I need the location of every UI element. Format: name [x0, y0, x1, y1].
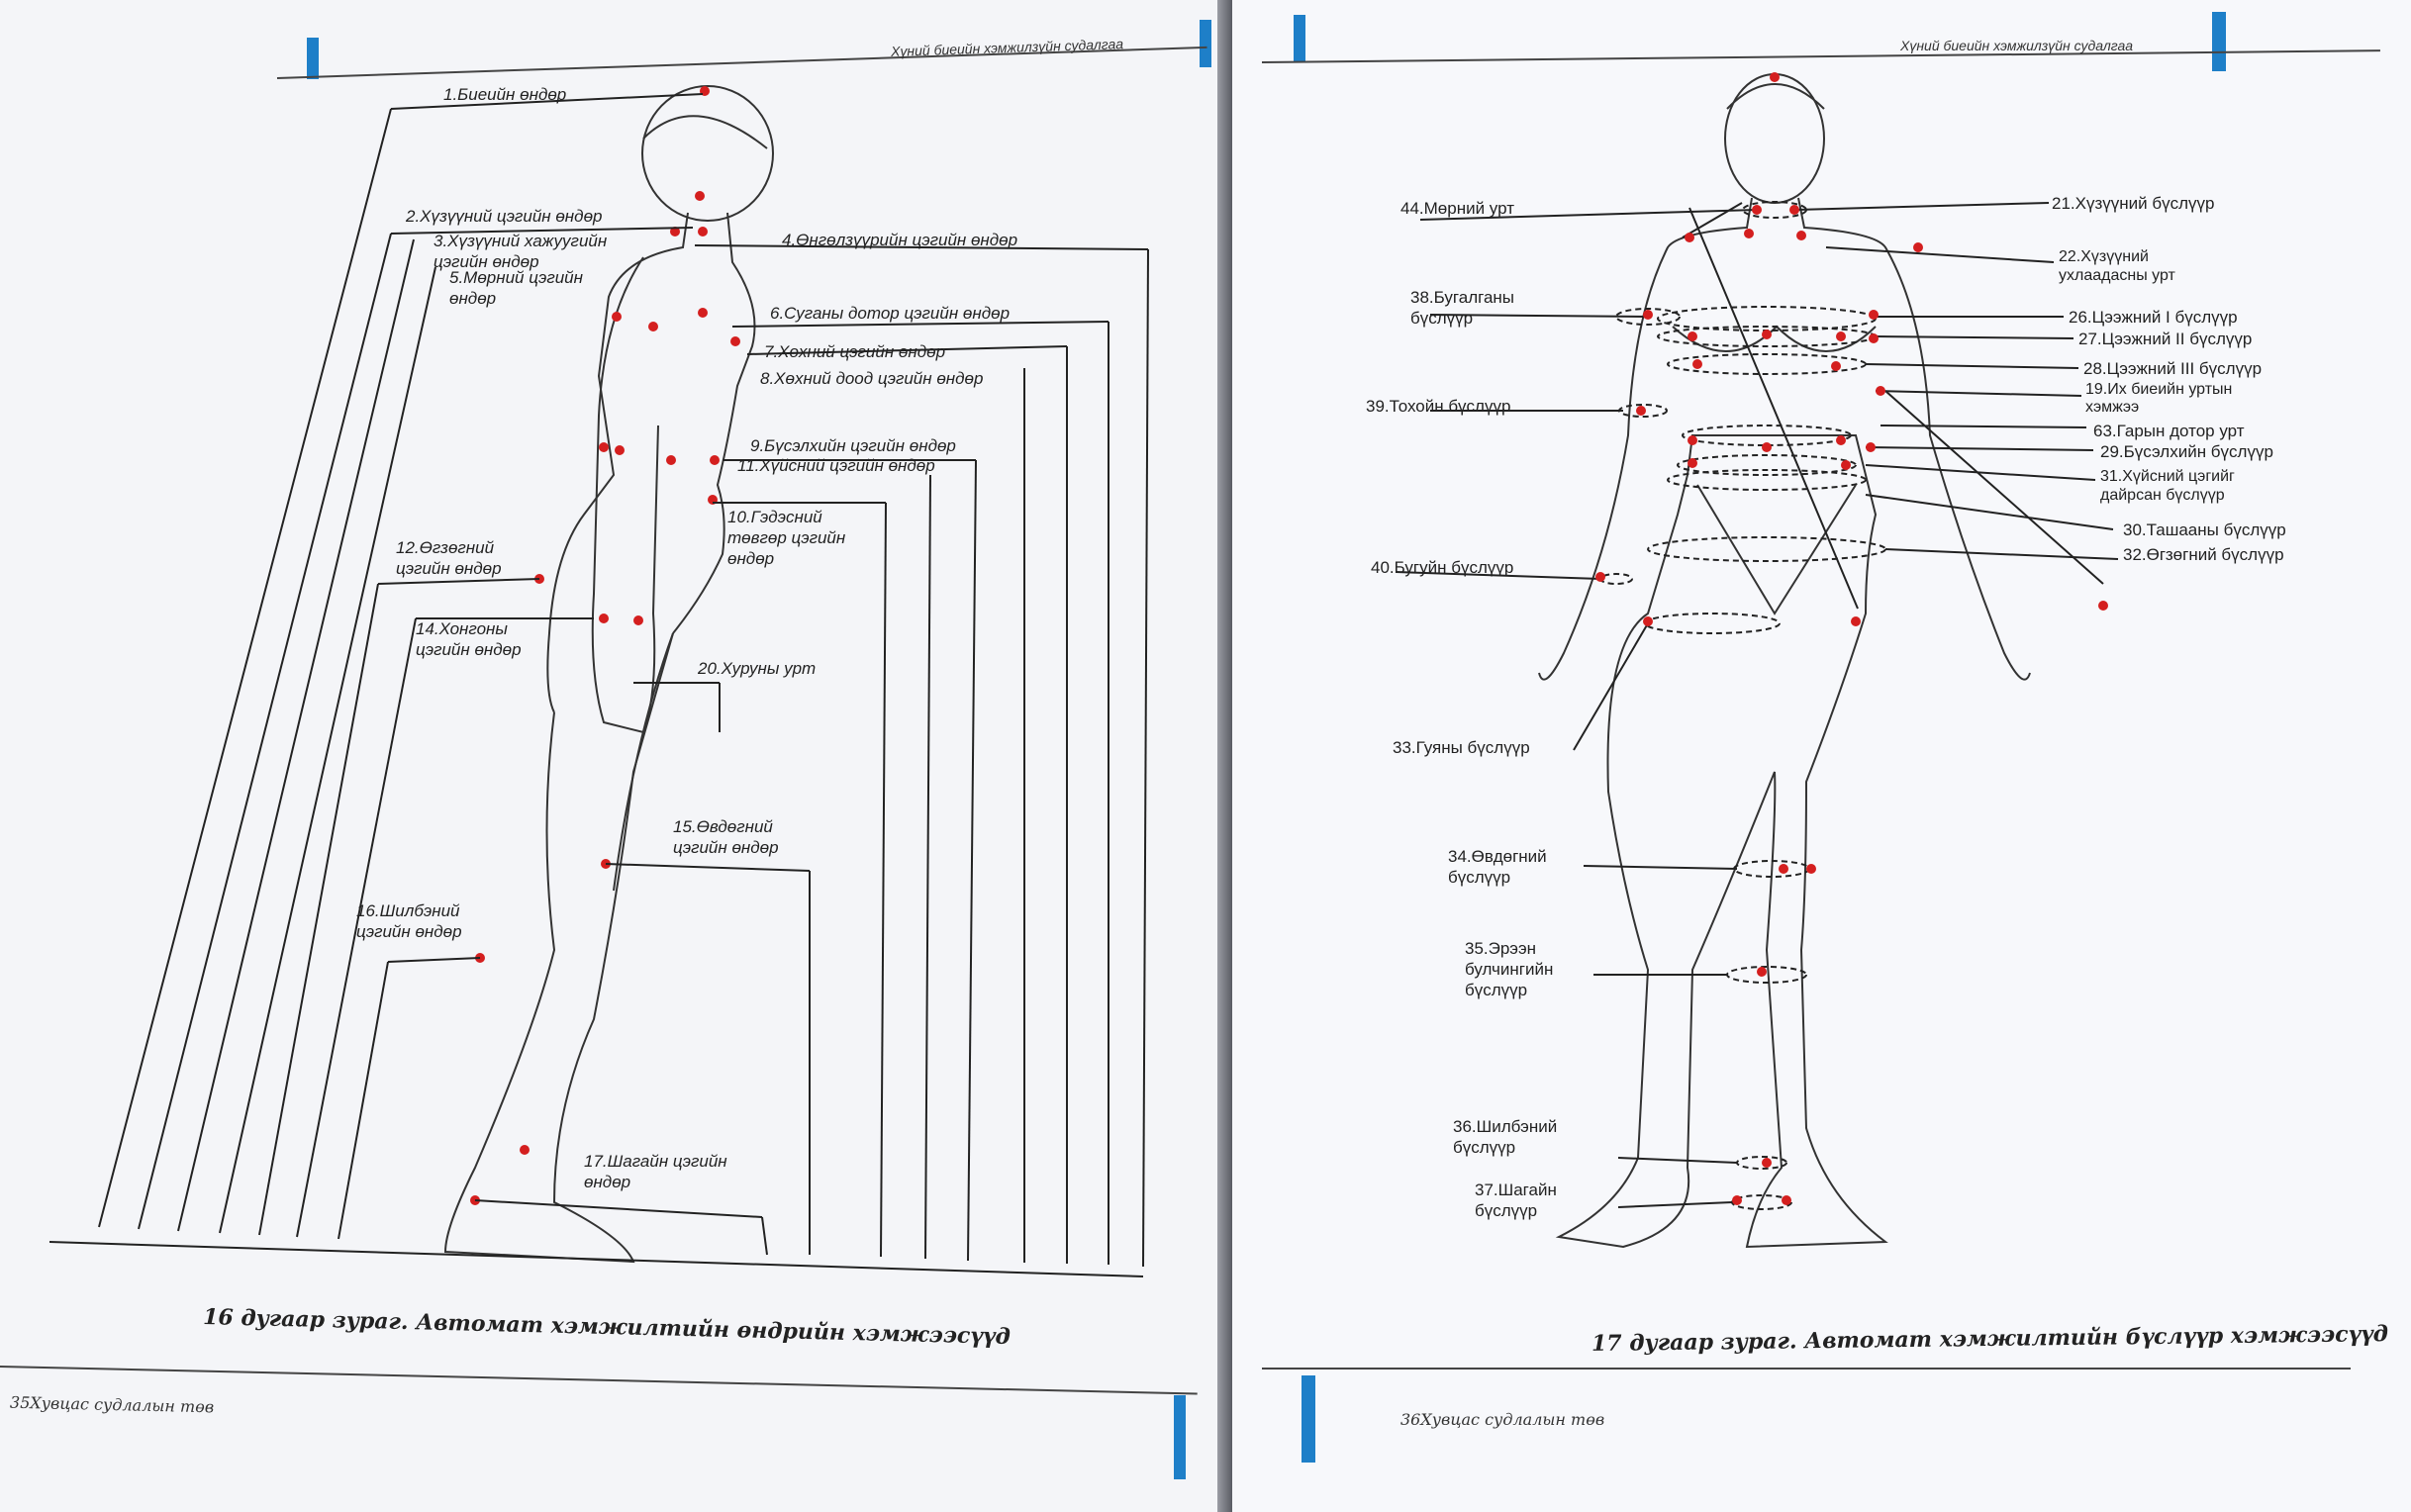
right-header-accent-right [2212, 12, 2226, 71]
right-footer: 36Хувцас судлалын төв [1400, 1410, 1605, 1429]
side-body-figure [48, 85, 1149, 1277]
left-header-accent [307, 38, 319, 79]
label-31: 31.Хүйсний цэгийг дайрсан бүслүүр [2100, 468, 2235, 504]
label-8: 8.Хөхний доод цэгийн өндөр [760, 369, 984, 388]
label-35: 35.Эрээн булчингийн бүслүүр [1465, 939, 1554, 999]
label-9: 9.Бүсэлхийн цэгийн өндөр [750, 436, 956, 455]
label-26: 26.Цээжний I бүслүүр [2069, 308, 2238, 327]
label-36: 36.Шилбэний бүслүүр [1453, 1117, 1558, 1157]
label-44: 44.Мөрний урт [1400, 199, 1514, 218]
label-14: 14.Хонгоны цэгийн өндөр [416, 619, 522, 659]
label-1: 1.Биеийн өндөр [443, 85, 567, 104]
label-34: 34.Өвдөгний бүслүүр [1448, 847, 1547, 887]
left-page: Хүний биеийн хэмжилзүйн судалгаа [0, 0, 1232, 1512]
label-63: 63.Гарын дотор урт [2093, 422, 2245, 440]
label-4: 4.Өнгөлзүүрийн цэгийн өндөр [782, 231, 1018, 249]
left-header-accent-right [1200, 20, 1211, 67]
label-12: 12.Өгзөгний цэгийн өндөр [396, 538, 502, 578]
label-3: 3.Хүзүүний хажуугийн цэгийн өндөр [434, 232, 608, 271]
front-body-figure [1395, 72, 2119, 1249]
label-39: 39.Тохойн бүслүүр [1366, 397, 1511, 416]
right-page: Хүний биеийн хэмжилзүйн судалгаа [1232, 0, 2411, 1512]
right-footer-accent [1302, 1375, 1315, 1463]
right-header-title: Хүний биеийн хэмжилзүйн судалгаа [1900, 38, 2134, 53]
label-19: 19.Их биеийн уртын хэмжээ [2085, 381, 2233, 416]
label-7: 7.Хөхний цэгийн өндөр [764, 342, 946, 361]
label-38: 38.Бугалганы бүслүүр [1410, 288, 1515, 328]
label-20: 20.Хуруны урт [698, 659, 817, 678]
label-30: 30.Ташааны бүслүүр [2123, 520, 2286, 539]
label-29: 29.Бүсэлхийн бүслүүр [2100, 442, 2273, 461]
label-5: 5.Мөрний цэгийн өндөр [449, 268, 583, 308]
label-40: 40.Бугуйн бүслүүр [1371, 558, 1514, 577]
left-footer-accent [1174, 1395, 1186, 1479]
label-15: 15.Өвдөгний цэгийн өндөр [673, 817, 779, 857]
right-header-accent [1294, 15, 1305, 62]
label-32: 32.Өгзөгний бүслүүр [2123, 545, 2284, 564]
label-11: 11.Хүйсний цэгийн өндөр [737, 456, 935, 475]
label-37: 37.Шагайн бүслүүр [1475, 1181, 1557, 1220]
label-21: 21.Хүзүүний бүслүүр [2052, 194, 2215, 213]
label-33: 33.Гуяны бүслүүр [1393, 738, 1530, 757]
label-6: 6.Суганы дотор цэгийн өндөр [770, 304, 1011, 323]
right-footer-rule [1262, 1368, 2351, 1370]
label-28: 28.Цээжний III бүслүүр [2083, 359, 2263, 378]
label-2: 2.Хүзүүний цэгийн өндөр [406, 207, 603, 226]
label-22: 22.Хүзүүний ухлаадасны урт [2059, 248, 2175, 284]
label-17: 17.Шагайн цэгийн өндөр [584, 1152, 727, 1191]
label-10: 10.Гэдэсний төвгөр цэгийн өндөр [727, 508, 846, 568]
label-27: 27.Цээжний II бүслүүр [2078, 330, 2253, 348]
label-16: 16.Шилбэний цэгийн өндөр [356, 901, 462, 941]
